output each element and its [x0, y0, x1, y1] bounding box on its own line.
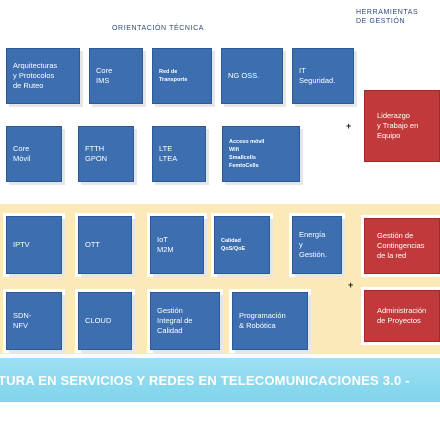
box-acceso-movil[interactable]: Acceso móvil Wifi Smallcells FemtoCells — [222, 126, 300, 182]
plus-sign-2: + — [348, 280, 354, 290]
header-orientacion-tecnica: ORIENTACIÓN TÉCNICA — [112, 25, 205, 32]
box-iptv[interactable]: IPTV — [6, 216, 62, 274]
box-gestion-contingencias[interactable]: Gestión de Contingencias de la red — [364, 218, 440, 274]
box-red-transporte[interactable]: Red de Transporte — [152, 48, 212, 104]
box-ng-oss[interactable]: NG OSS. — [221, 48, 283, 104]
box-programacion-robotica[interactable]: Programación & Robótica — [232, 292, 308, 350]
header-herramientas-gestion: HERRAMIENTAS DE GESTIÓN — [356, 9, 419, 25]
banner-text: TURA EN SERVICIOS Y REDES EN TELECOMUNIC… — [0, 372, 410, 388]
box-cloud[interactable]: CLOUD — [78, 292, 132, 350]
box-it-seguridad[interactable]: IT Seguridad. — [292, 48, 354, 104]
box-iot-m2m[interactable]: IoT M2M — [150, 216, 204, 274]
plus-sign-1: + — [346, 121, 352, 131]
box-calidad-qos[interactable]: Calidad QoS/QoE — [214, 216, 270, 274]
title-banner: TURA EN SERVICIOS Y REDES EN TELECOMUNIC… — [0, 358, 440, 402]
box-energia-gestion[interactable]: Energía y Gestión. — [292, 216, 342, 274]
box-ott[interactable]: OTT — [78, 216, 132, 274]
box-liderazgo[interactable]: Liderazgo y Trabajo en Equipo — [364, 90, 440, 162]
box-lte-ltea[interactable]: LTE LTEA — [152, 126, 206, 182]
box-arquitecturas-ruteo[interactable]: Arquitecturas y Protocolos de Ruteo — [6, 48, 80, 104]
box-ftth-gpon[interactable]: FTTH GPON — [78, 126, 134, 182]
box-gestion-integral-calidad[interactable]: Gestión Integral de Calidad — [150, 292, 220, 350]
box-core-movil[interactable]: Core Móvil — [6, 126, 62, 182]
box-core-ims[interactable]: Core IMS — [89, 48, 143, 104]
box-sdn-nfv[interactable]: SDN- NFV — [6, 292, 62, 350]
box-administracion-proyectos[interactable]: Administración de Proyectos — [364, 290, 440, 342]
